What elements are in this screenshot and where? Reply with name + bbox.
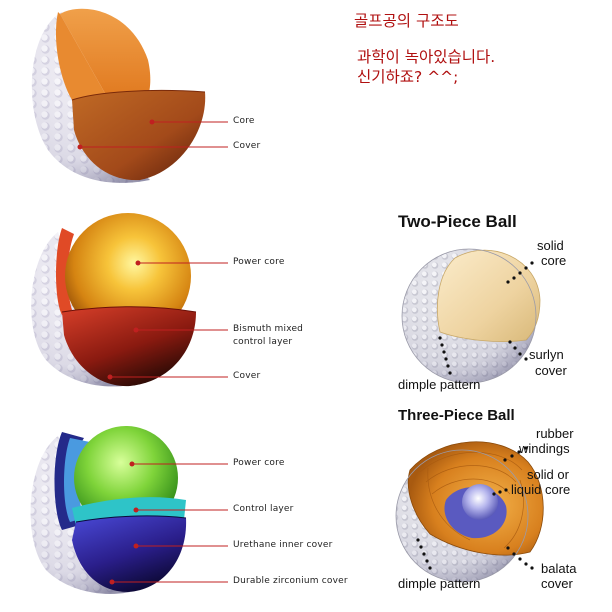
- label-solid-core: core: [541, 253, 567, 268]
- label-rubber: rubber: [536, 426, 574, 441]
- label-bismuth-mixed: Bismuth mixed: [233, 324, 304, 334]
- label-power-core: Power core: [233, 257, 285, 267]
- three-piece-leaders: [416, 446, 534, 570]
- label-power-core: Power core: [233, 458, 285, 468]
- label-cover: Cover: [233, 371, 261, 381]
- two-piece-ball-illustration: [401, 248, 541, 384]
- two-piece-leaders: [438, 261, 534, 375]
- ball-3-leaders: [109, 461, 228, 585]
- label-rubber-windings: windings: [519, 441, 570, 456]
- label-surlyn-cover: cover: [535, 363, 567, 378]
- ball-1-illustration: [31, 8, 206, 183]
- three-piece-ball-illustration: [395, 441, 544, 583]
- label-dimple-pattern-two: dimple pattern: [398, 377, 481, 392]
- label-surlyn: surlyn: [529, 347, 564, 362]
- caption-line-2: 과학이 녹아있습니다.: [357, 48, 496, 66]
- label-core: Core: [233, 116, 255, 126]
- label-solid: solid: [537, 238, 564, 253]
- three-piece-title: Three-Piece Ball: [398, 407, 515, 424]
- ball-2-leaders: [107, 260, 228, 380]
- label-balata-cover: cover: [541, 576, 573, 591]
- label-balata: balata: [541, 561, 577, 576]
- ball-1-leaders: [77, 119, 228, 150]
- label-control-layer: Control layer: [233, 504, 294, 514]
- caption-line-3: 신기하죠? ^^;: [357, 68, 459, 86]
- ball-2-illustration: [31, 213, 197, 387]
- label-dimple-pattern-three: dimple pattern: [398, 576, 481, 591]
- label-urethane-inner-cover: Urethane inner cover: [233, 540, 333, 550]
- ball-3-illustration: [30, 426, 187, 594]
- label-liquid-core: liquid core: [511, 482, 571, 497]
- label-durable-zirconium-cover: Durable zirconium cover: [233, 576, 348, 586]
- label-cover: Cover: [233, 141, 261, 151]
- two-piece-title: Two-Piece Ball: [398, 212, 517, 231]
- label-control-layer: control layer: [233, 337, 293, 347]
- caption-line-1: 골프공의 구조도: [354, 12, 459, 30]
- label-solid-or: solid or: [527, 467, 569, 482]
